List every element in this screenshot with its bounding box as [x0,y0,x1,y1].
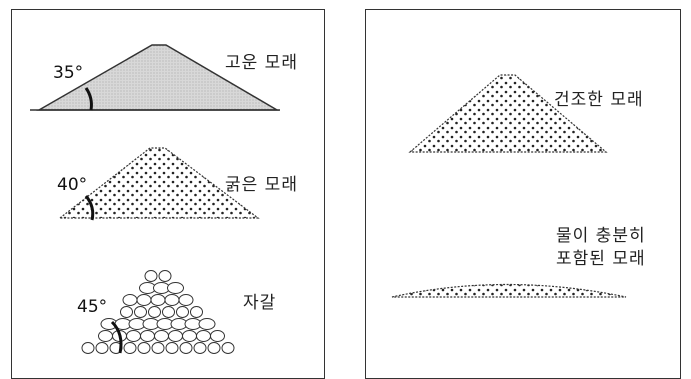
pebble [180,343,192,354]
fine-sand-label: 고운 모래 [225,48,298,73]
pebble [199,319,215,330]
coarse-sand-label: 굵은 모래 [225,170,298,195]
pebble [123,295,137,306]
pebble [168,283,184,294]
dry-sand-label: 건조한 모래 [554,85,644,110]
wet-sand-label-line2: 포함된 모래 [556,244,646,269]
pebble [135,307,147,318]
pebble [141,331,155,342]
pebble [197,331,211,342]
pebble [222,343,234,354]
pebble [121,307,133,318]
pebble [138,343,150,354]
pebble [165,295,179,306]
pebble [166,343,178,354]
pebble [124,343,136,354]
pebble [194,343,206,354]
coarse-sand-angle: 40° [57,175,87,195]
pebble [169,331,183,342]
pebble [163,307,175,318]
pebble [99,331,113,342]
pebble [177,307,189,318]
pebble [183,331,197,342]
wet-sand-pile [392,285,626,298]
pebble [208,343,220,354]
pebble [127,331,141,342]
pebble [82,343,94,354]
pebble [96,343,108,354]
pebble [159,271,171,282]
pebble [152,343,164,354]
pebble [151,295,165,306]
pebble [145,271,157,282]
fine-sand-angle: 35° [53,63,83,83]
gravel-label: 자갈 [243,288,276,313]
pebble [137,295,151,306]
wet-sand-label-line1: 물이 충분히 [556,221,646,246]
pebble [211,331,225,342]
gravel-angle: 45° [77,297,107,317]
pebble [179,295,193,306]
pebble [191,307,203,318]
pebble [149,307,161,318]
pebble [155,331,169,342]
